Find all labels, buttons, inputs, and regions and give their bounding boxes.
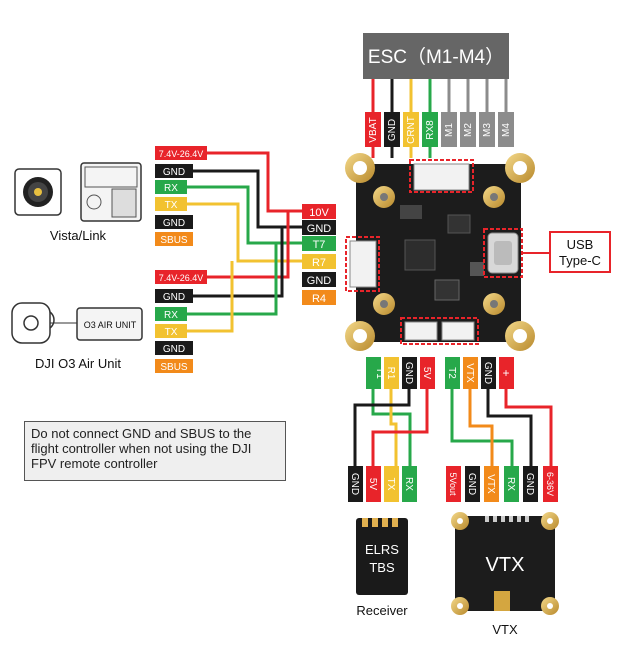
left-wires xyxy=(186,151,302,333)
o3-badge: O3 AIR UNIT xyxy=(84,320,137,330)
o3-pin-power: 7.4V-26.4V xyxy=(159,273,204,283)
fc-pad-gnd1: GND xyxy=(307,223,332,235)
receiver-device: ELRS TBS Receiver xyxy=(356,518,408,618)
fc-pcb xyxy=(356,164,521,342)
vista-pin-tags: 7.4V-26.4V GND RX TX GND SBUS xyxy=(155,146,207,246)
fc-pad-gnd2: GND xyxy=(307,275,332,287)
esc-wires xyxy=(371,79,508,158)
bottom-left-pin-tags: T1 R1 GND 5V xyxy=(366,357,435,389)
pin-gnd-bl: GND xyxy=(403,362,414,384)
o3-pin-rx: RX xyxy=(164,310,178,321)
warning-note: Do not connect GND and SBUS to the fligh… xyxy=(24,421,286,481)
esc-box xyxy=(363,33,509,79)
o3-device: O3 AIR UNIT DJI O3 Air Unit xyxy=(11,302,143,371)
vtx-pin-power: 6-36V xyxy=(545,472,555,496)
vtx-chip-label: VTX xyxy=(486,554,525,576)
pin-plus: + xyxy=(502,366,509,380)
esc-title: ESC（M1-M4） xyxy=(368,46,504,68)
vista-pin-gnd1: GND xyxy=(163,167,185,178)
pin-t2: T2 xyxy=(446,367,457,379)
bottom-right-pin-tags: T2 VTX GND + xyxy=(445,357,514,389)
esc-connector: ESC（M1-M4） xyxy=(363,33,509,79)
receiver-pin-tags: GND 5V TX RX xyxy=(348,466,417,502)
vista-device: Vista/Link xyxy=(14,162,142,243)
vtx-pin-5vout: 5Vout xyxy=(448,472,458,496)
vtx-pin-tags: 5Vout GND VTX RX GND 6-36V xyxy=(446,466,558,502)
vista-pin-sbus: SBUS xyxy=(160,235,188,246)
vtx-pin-rx: RX xyxy=(505,477,516,491)
rx-pin-rx: RX xyxy=(403,477,414,491)
fc-pad-10v: 10V xyxy=(309,207,329,219)
bottom-connectors-highlight xyxy=(400,317,479,345)
esc-pin-m4: M4 xyxy=(501,123,512,137)
vista-pin-rx: RX xyxy=(164,183,178,194)
pin-5v: 5V xyxy=(421,367,432,380)
vista-pin-gnd2: GND xyxy=(163,218,185,229)
vista-pin-power: 7.4V-26.4V xyxy=(159,149,204,159)
esc-pin-gnd: GND xyxy=(387,119,398,141)
fc-pad-r4: R4 xyxy=(312,293,326,305)
esc-pin-m1: M1 xyxy=(444,123,455,137)
esc-pin-crnt: CRNT xyxy=(406,116,417,144)
vtx-pin-vtx: VTX xyxy=(485,474,496,494)
usb-label-2: Type-C xyxy=(559,253,601,268)
pin-vtx: VTX xyxy=(464,363,475,383)
bottom-wires xyxy=(353,389,553,466)
o3-pin-tx: TX xyxy=(165,327,178,338)
vtx-device: VTX VTX xyxy=(451,512,559,637)
pin-t1: T1 xyxy=(374,367,385,379)
pin-gnd-br: GND xyxy=(482,362,493,384)
usb-callout: USB Type-C xyxy=(522,231,611,273)
rx-pin-5v: 5V xyxy=(367,478,378,491)
vtx-connector-highlight xyxy=(345,236,380,292)
receiver-line1: ELRS xyxy=(365,542,399,557)
usb-label-1: USB xyxy=(567,237,594,252)
esc-pin-rx8: RX8 xyxy=(425,120,436,140)
fc-pad-tags: 10V GND T7 R7 GND R4 xyxy=(302,204,336,305)
pin-r1: R1 xyxy=(385,367,396,380)
esc-pin-m3: M3 xyxy=(482,123,493,137)
esc-pin-m2: M2 xyxy=(463,123,474,137)
fc-pad-r7: R7 xyxy=(312,257,326,269)
vtx-pin-gnd2: GND xyxy=(524,473,535,495)
fc-pad-t7: T7 xyxy=(313,239,326,251)
o3-module-icon xyxy=(76,307,143,341)
o3-pin-gnd1: GND xyxy=(163,292,185,303)
o3-label: DJI O3 Air Unit xyxy=(35,356,121,371)
receiver-module xyxy=(356,518,408,595)
vtx-pin-gnd1: GND xyxy=(466,473,477,495)
rx-pin-gnd: GND xyxy=(349,473,360,495)
o3-pin-tags: 7.4V-26.4V GND RX TX GND SBUS xyxy=(155,270,207,373)
rx-pin-tx: TX xyxy=(385,478,396,491)
esc-pin-tags: VBAT GND CRNT RX8 M1 M2 M3 M4 xyxy=(365,112,514,147)
flight-controller-board xyxy=(345,153,535,351)
receiver-label: Receiver xyxy=(356,603,408,618)
receiver-line2: TBS xyxy=(369,560,395,575)
o3-pin-gnd2: GND xyxy=(163,344,185,355)
vtx-label: VTX xyxy=(492,622,518,637)
vista-label: Vista/Link xyxy=(50,228,107,243)
esc-connector-highlight xyxy=(409,159,474,193)
o3-pin-sbus: SBUS xyxy=(160,362,188,373)
vista-pin-tx: TX xyxy=(165,200,178,211)
esc-pin-vbat: VBAT xyxy=(368,117,379,142)
